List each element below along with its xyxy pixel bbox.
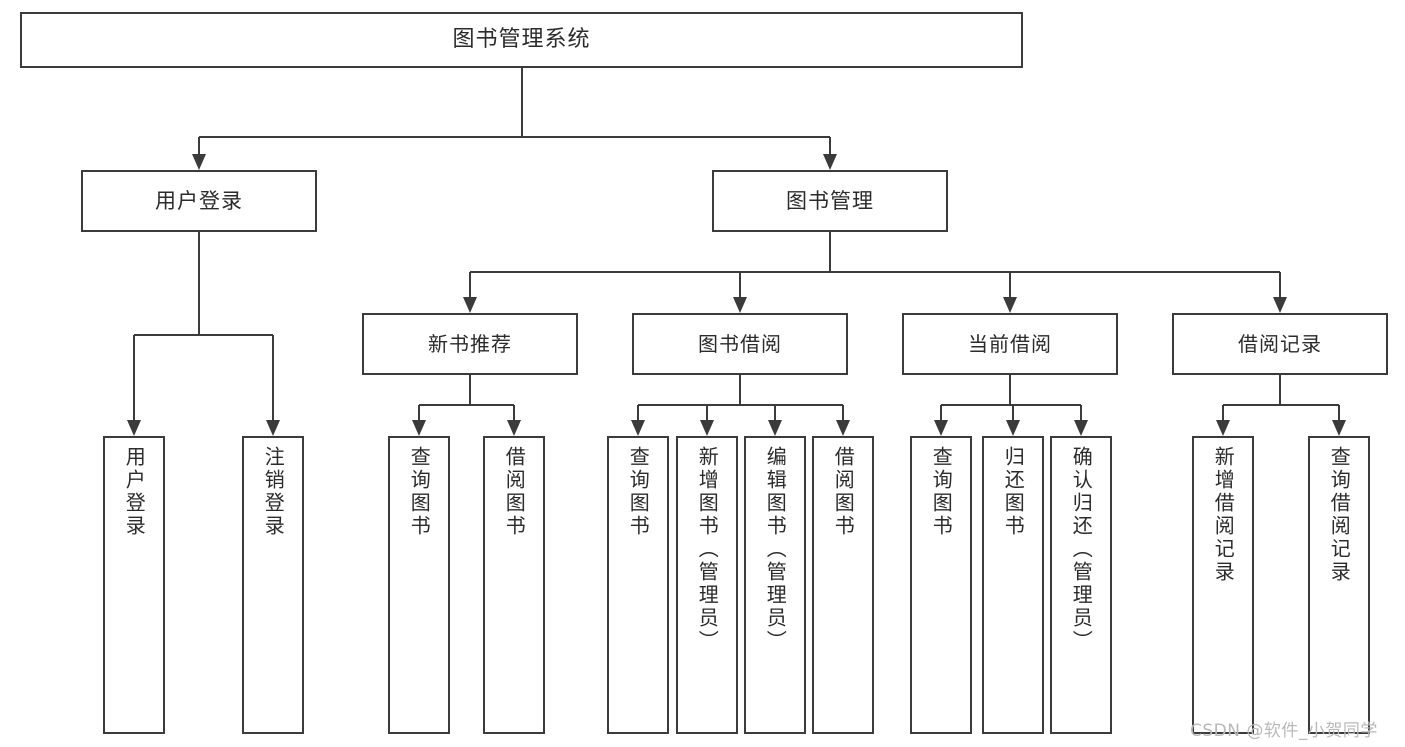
arrowhead-icon — [412, 420, 426, 436]
connector-drop — [133, 335, 135, 420]
arrowhead-icon — [700, 420, 714, 436]
node-label: 新增借阅记录 — [1211, 446, 1236, 584]
node-label: 借阅图书 — [502, 446, 527, 538]
arrowhead-icon — [266, 420, 280, 436]
connector-bus — [1223, 404, 1339, 406]
node-label: 用户登录 — [122, 446, 147, 538]
arrowhead-icon — [192, 154, 206, 170]
connector-stem — [469, 375, 471, 405]
connector-stem — [1009, 375, 1011, 405]
node-label: 编辑图书（管理员） — [763, 446, 788, 653]
connector-bus — [470, 271, 1280, 273]
node-label: 当前借阅 — [968, 332, 1052, 356]
arrowhead-icon — [1074, 420, 1088, 436]
node-leaf-user-logout[interactable]: 注销登录 — [242, 436, 304, 734]
node-label: 借阅记录 — [1238, 332, 1322, 356]
node-user-login[interactable]: 用户登录 — [81, 170, 317, 232]
connector-drop — [1338, 405, 1340, 420]
connector-stem — [198, 232, 200, 335]
arrowhead-icon — [1006, 420, 1020, 436]
node-leaf-borrow-book[interactable]: 借阅图书 — [812, 436, 874, 734]
node-root-book-management-system[interactable]: 图书管理系统 — [20, 12, 1023, 68]
connector-drop — [706, 405, 708, 420]
arrowhead-icon — [1273, 297, 1287, 313]
node-label: 图书管理 — [786, 188, 874, 213]
node-leaf-add-borrow-record[interactable]: 新增借阅记录 — [1192, 436, 1254, 734]
arrowhead-icon — [836, 420, 850, 436]
node-leaf-query-book-borrow[interactable]: 查询图书 — [607, 436, 669, 734]
node-leaf-edit-book-admin[interactable]: 编辑图书（管理员） — [744, 436, 806, 734]
arrowhead-icon — [1332, 420, 1346, 436]
node-label: 图书借阅 — [698, 332, 782, 356]
arrowhead-icon — [1003, 297, 1017, 313]
arrowhead-icon — [127, 420, 141, 436]
connector-drop — [1222, 405, 1224, 420]
node-leaf-return-book[interactable]: 归还图书 — [982, 436, 1044, 734]
node-label: 归还图书 — [1001, 446, 1026, 538]
connector-stem — [739, 375, 741, 405]
arrowhead-icon — [463, 297, 477, 313]
arrowhead-icon — [733, 297, 747, 313]
arrowhead-icon — [1216, 420, 1230, 436]
node-leaf-user-login[interactable]: 用户登录 — [103, 436, 165, 734]
connector-stem — [520, 68, 523, 137]
connector-drop — [1009, 272, 1011, 297]
node-leaf-add-book-admin[interactable]: 新增图书（管理员） — [676, 436, 738, 734]
node-leaf-query-book-recommend[interactable]: 查询图书 — [388, 436, 450, 734]
node-label: 注销登录 — [261, 446, 286, 538]
connector-drop — [637, 405, 639, 420]
connector-bus — [199, 136, 830, 138]
connector-bus — [638, 404, 843, 406]
connector-drop — [469, 272, 471, 297]
node-leaf-query-borrow-record[interactable]: 查询借阅记录 — [1308, 436, 1370, 734]
connector-drop — [513, 405, 515, 420]
connector-drop — [418, 405, 420, 420]
node-label: 查询借阅记录 — [1327, 446, 1352, 584]
node-label: 查询图书 — [929, 446, 954, 538]
connector-bus — [419, 404, 514, 406]
arrowhead-icon — [768, 420, 782, 436]
node-label: 查询图书 — [407, 446, 432, 538]
node-label: 确认归还（管理员） — [1069, 446, 1094, 653]
node-book-borrow[interactable]: 图书借阅 — [632, 313, 848, 375]
connector-drop — [1080, 405, 1082, 420]
arrowhead-icon — [934, 420, 948, 436]
connector-drop — [842, 405, 844, 420]
connector-drop — [1012, 405, 1014, 420]
connector-bus — [134, 334, 273, 336]
connector-bus — [941, 404, 1081, 406]
connector-stem — [829, 232, 831, 272]
connector-drop — [198, 137, 200, 154]
arrowhead-icon — [631, 420, 645, 436]
connector-drop — [940, 405, 942, 420]
node-label: 借阅图书 — [831, 446, 856, 538]
node-new-book-recommend[interactable]: 新书推荐 — [362, 313, 578, 375]
connector-drop — [272, 335, 274, 420]
connector-drop — [1279, 272, 1281, 297]
node-label: 图书管理系统 — [452, 27, 591, 52]
connector-drop — [739, 272, 741, 297]
connector-drop — [774, 405, 776, 420]
csdn-watermark: CSDN @软件_小贺同学 — [1190, 721, 1378, 741]
node-borrow-record[interactable]: 借阅记录 — [1172, 313, 1388, 375]
node-label: 新书推荐 — [428, 332, 512, 356]
arrowhead-icon — [823, 154, 837, 170]
arrowhead-icon — [507, 420, 521, 436]
node-leaf-query-book-current[interactable]: 查询图书 — [910, 436, 972, 734]
connector-drop — [829, 137, 831, 154]
node-label: 查询图书 — [626, 446, 651, 538]
node-leaf-borrow-book-recommend[interactable]: 借阅图书 — [483, 436, 545, 734]
connector-stem — [1279, 375, 1281, 405]
node-label: 用户登录 — [155, 188, 243, 213]
node-book-management[interactable]: 图书管理 — [712, 170, 948, 232]
node-leaf-confirm-return-admin[interactable]: 确认归还（管理员） — [1050, 436, 1112, 734]
node-label: 新增图书（管理员） — [695, 446, 720, 653]
node-current-borrow[interactable]: 当前借阅 — [902, 313, 1118, 375]
